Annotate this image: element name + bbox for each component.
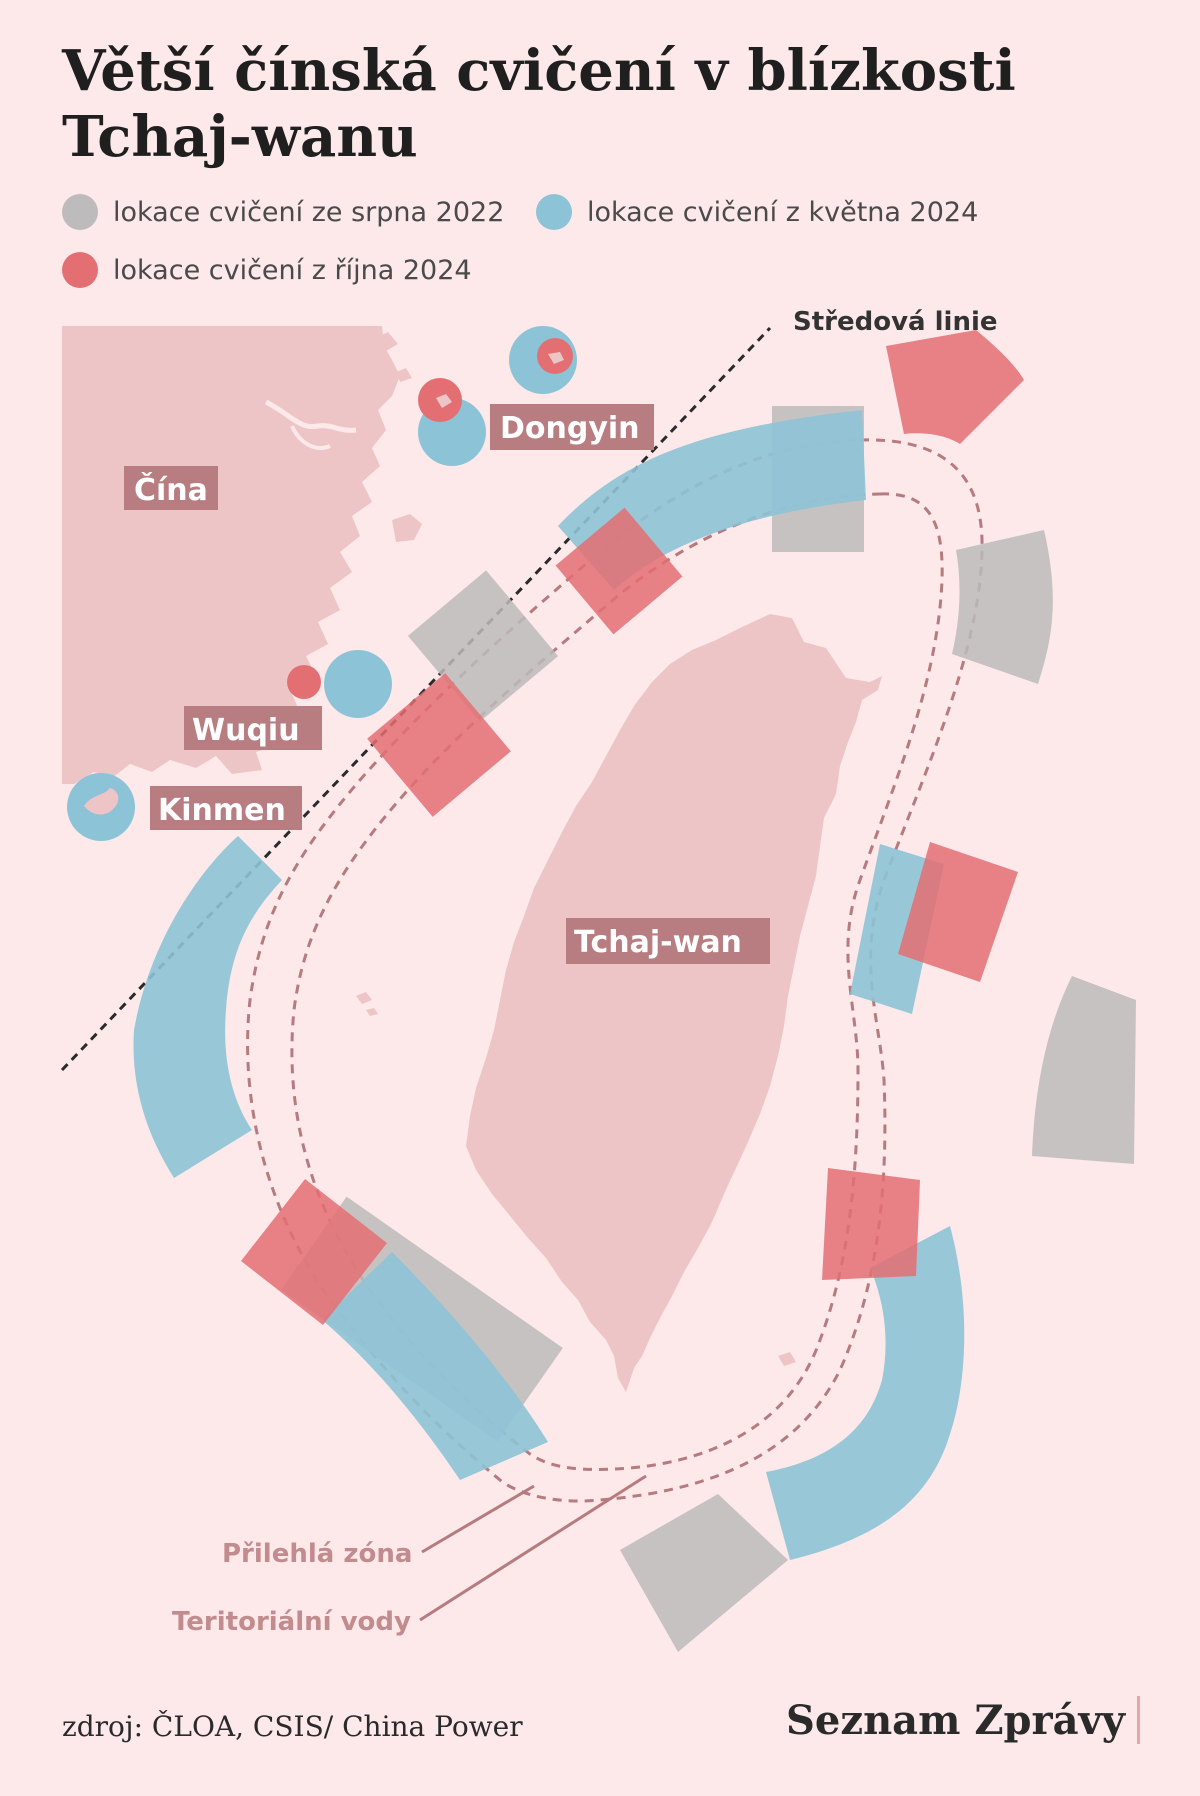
zone-red-strait-1 (555, 507, 683, 635)
coastal-island (372, 332, 398, 352)
islands-dongyin-group (67, 326, 577, 841)
legend-item-oct-2024: lokace cvičení z října 2024 (62, 252, 472, 288)
zone-gray-south (620, 1494, 788, 1652)
territorial-waters-line (290, 492, 944, 1471)
kinmen-island (84, 788, 119, 815)
territorial-waters-label: Teritoriální vody (172, 1607, 411, 1637)
legend-swatch-blue (536, 194, 572, 230)
islet (366, 1008, 378, 1016)
label-wuqiu: Wuqiu (184, 706, 322, 750)
brand-logo: Seznam Zprávy (786, 1696, 1140, 1744)
svg-text:Čína: Čína (134, 471, 208, 508)
taiwan-landmass (466, 614, 882, 1392)
zone-blue-west (133, 836, 282, 1178)
source-note: zdroj: ČLOA, CSIS/ China Power (62, 1710, 523, 1743)
brand-name: Seznam Zprávy (786, 1696, 1125, 1744)
territorial-waters-leader (419, 1474, 647, 1622)
label-china: Čína (124, 466, 218, 510)
contiguous-zone-label: Přilehlá zóna (222, 1539, 412, 1569)
zone-red-north (886, 330, 1024, 444)
legend-item-may-2024: lokace cvičení z května 2024 (536, 194, 978, 230)
svg-text:Dongyin: Dongyin (500, 411, 640, 446)
china-landmass (62, 326, 400, 784)
legend-label: lokace cvičení z října 2024 (113, 254, 472, 286)
coastal-island (396, 368, 412, 382)
zone-red-southwest (241, 1179, 387, 1325)
zone-red-east (898, 842, 1018, 982)
zone-red-strait-2 (367, 673, 511, 817)
matsu-island (436, 394, 452, 408)
legend-label: lokace cvičení z května 2024 (587, 196, 979, 228)
label-kinmen: Kinmen (150, 786, 302, 830)
svg-text:Tchaj-wan: Tchaj-wan (574, 925, 742, 960)
zone-gray-far-east (1032, 976, 1136, 1164)
legend-swatch-red (62, 252, 98, 288)
zones-oct-2024 (241, 330, 1024, 1325)
zone-gray-east (952, 530, 1053, 684)
label-taiwan: Tchaj-wan (566, 918, 770, 964)
islet (356, 992, 372, 1004)
zone-blue-southwest (322, 1252, 548, 1480)
zone-blue-wuqiu (324, 650, 392, 718)
svg-text:Wuqiu: Wuqiu (192, 713, 300, 748)
zone-blue-southeast (766, 1226, 965, 1560)
legend-item-aug-2022: lokace cvičení ze srpna 2022 (62, 194, 504, 230)
svg-text:Kinmen: Kinmen (158, 793, 286, 828)
coastal-island (392, 514, 422, 542)
legend-label: lokace cvičení ze srpna 2022 (113, 196, 505, 228)
label-dongyin: Dongyin (490, 404, 654, 450)
china-river (264, 399, 357, 433)
brand-bar (1137, 1696, 1140, 1744)
zone-red-southeast (822, 1168, 920, 1280)
zone-red-wuqiu (287, 665, 321, 699)
islet (778, 1352, 796, 1366)
china-river-branch (290, 425, 331, 450)
dongyin-island (548, 352, 564, 364)
median-line-label: Středová linie (793, 307, 998, 337)
contiguous-zone-leader (421, 1484, 535, 1554)
zone-gray-strait-1 (407, 570, 559, 722)
legend-swatch-gray (62, 194, 98, 230)
page-title: Větší čínská cvičení v blízkosti Tchaj-w… (62, 38, 1016, 170)
